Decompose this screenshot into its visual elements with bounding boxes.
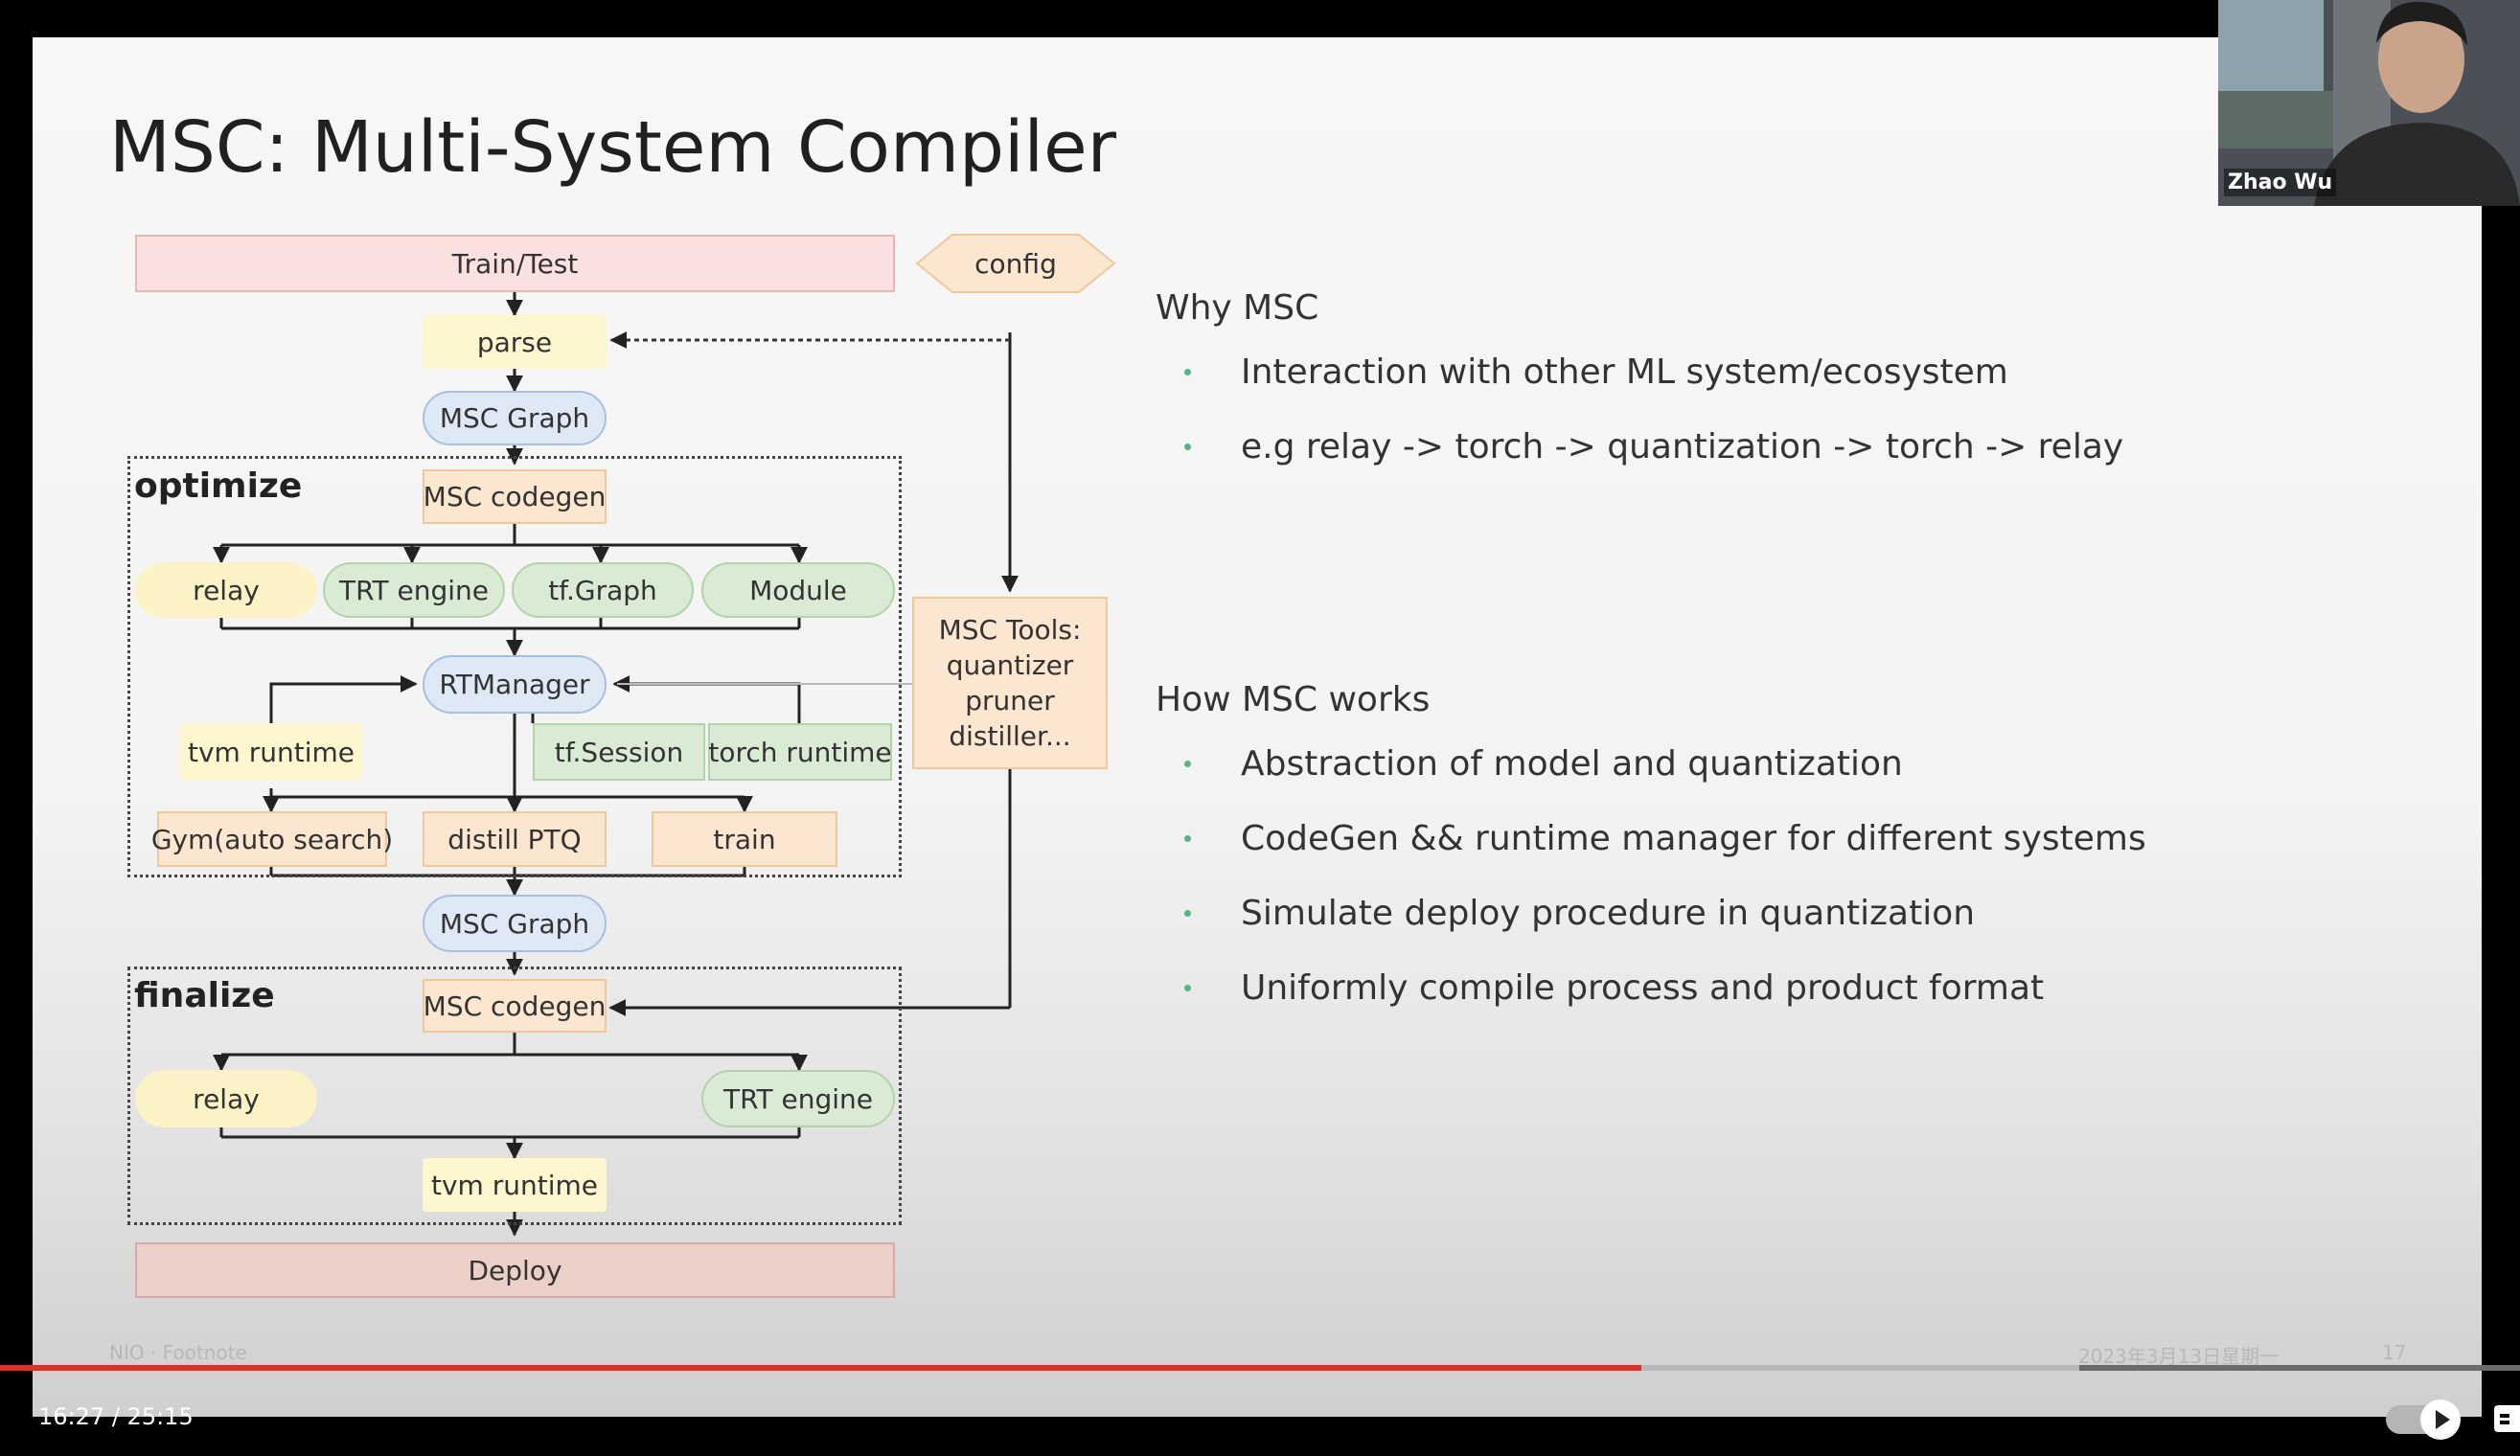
bullet-dot <box>1184 369 1191 375</box>
footer-left: NIO · Footnote <box>109 1341 247 1364</box>
duration: 25:15 <box>126 1403 194 1430</box>
distill-ptq-node: distill PTQ <box>423 811 607 867</box>
video-progress-bar[interactable] <box>0 1365 2520 1371</box>
bullet-text: Interaction with other ML system/ecosyst… <box>1241 353 2008 392</box>
bullet-item: CodeGen && runtime manager for different… <box>1156 819 2146 858</box>
why-msc-section: Why MSC Interaction with other ML system… <box>1156 288 2123 502</box>
msc-graph-node-1: MSC Graph <box>423 391 607 445</box>
how-msc-heading: How MSC works <box>1156 680 1431 719</box>
webcam-thumbnail: Zhao Wu <box>2218 0 2520 206</box>
presenter-image <box>2218 0 2520 206</box>
diagram-connectors <box>213 234 1116 1237</box>
bullet-text: CodeGen && runtime manager for different… <box>1241 819 2146 858</box>
bullet-dot <box>1184 444 1191 450</box>
bullet-text: e.g relay -> torch -> quantization -> to… <box>1241 427 2124 466</box>
progress-played <box>0 1365 1642 1371</box>
config-label: config <box>974 247 1057 280</box>
tvm-runtime-node-1: tvm runtime <box>180 723 362 781</box>
optimize-label: optimize <box>134 466 303 506</box>
bullet-item: Abstraction of model and quantization <box>1156 744 2146 784</box>
msc-tools-line-4: distiller... <box>949 720 1071 752</box>
presenter-name: Zhao Wu <box>2224 169 2337 196</box>
module-node: Module <box>701 562 895 618</box>
bullet-text: Abstraction of model and quantization <box>1241 744 1903 784</box>
bullet-item: Uniformly compile process and product fo… <box>1156 968 2146 1008</box>
subtitles-icon[interactable] <box>2493 1403 2520 1434</box>
parse-box: parse <box>423 315 607 369</box>
finalize-group <box>127 967 902 1225</box>
msc-graph-node-2: MSC Graph <box>423 895 607 952</box>
time-separator: / <box>111 1403 120 1430</box>
bullet-text: Uniformly compile process and product fo… <box>1241 968 2045 1008</box>
time-display: 16:27 / 25:15 <box>38 1403 194 1430</box>
msc-codegen-node-1: MSC codegen <box>423 469 607 524</box>
trt-engine-node-1: TRT engine <box>323 562 505 618</box>
msc-tools-line-2: quantizer <box>946 649 1074 681</box>
msc-tools-line-1: MSC Tools: <box>938 614 1082 646</box>
footer-date: 2023年3月13日星期一 <box>2078 1345 2279 1368</box>
tvm-runtime-node-2: tvm runtime <box>423 1158 607 1212</box>
torch-runtime-node: torch runtime <box>708 723 892 781</box>
optimize-group <box>127 456 902 877</box>
relay-node-1: relay <box>135 562 317 618</box>
bullet-dot <box>1184 985 1191 991</box>
msc-tools-box: MSC Tools: quantizer pruner distiller... <box>912 597 1108 769</box>
page-number: 17 <box>2382 1341 2407 1364</box>
bullet-item: Interaction with other ML system/ecosyst… <box>1156 353 2123 392</box>
current-time: 16:27 <box>38 1403 105 1430</box>
bullet-dot <box>1184 835 1191 842</box>
tf-graph-node: tf.Graph <box>512 562 694 618</box>
msc-codegen-node-2: MSC codegen <box>423 979 607 1033</box>
deploy-box: Deploy <box>135 1242 895 1298</box>
train-node: train <box>652 811 837 867</box>
bullet-dot <box>1184 910 1191 917</box>
rtmanager-node: RTManager <box>423 655 607 714</box>
slide-title: MSC: Multi-System Compiler <box>109 106 1117 189</box>
train-test-box: Train/Test <box>135 235 895 292</box>
autoplay-toggle[interactable] <box>2386 1399 2461 1440</box>
why-msc-heading: Why MSC <box>1156 288 1319 328</box>
how-msc-section: How MSC works Abstraction of model and q… <box>1156 680 2146 1043</box>
autoplay-play-icon <box>2420 1399 2461 1440</box>
bullet-item: e.g relay -> torch -> quantization -> to… <box>1156 427 2123 466</box>
bullet-text: Simulate deploy procedure in quantizatio… <box>1241 894 1976 933</box>
slide: MSC: Multi-System Compiler <box>33 37 2482 1417</box>
gym-auto-search-node: Gym(auto search) <box>151 811 393 867</box>
tf-session-node: tf.Session <box>533 723 705 781</box>
msc-tools-line-3: pruner <box>965 685 1055 717</box>
finalize-label: finalize <box>134 976 275 1015</box>
trt-engine-node-2: TRT engine <box>701 1070 895 1127</box>
bullet-dot <box>1184 761 1191 767</box>
bullet-item: Simulate deploy procedure in quantizatio… <box>1156 894 2146 933</box>
config-hexagon <box>915 234 1116 293</box>
relay-node-2: relay <box>135 1070 317 1127</box>
